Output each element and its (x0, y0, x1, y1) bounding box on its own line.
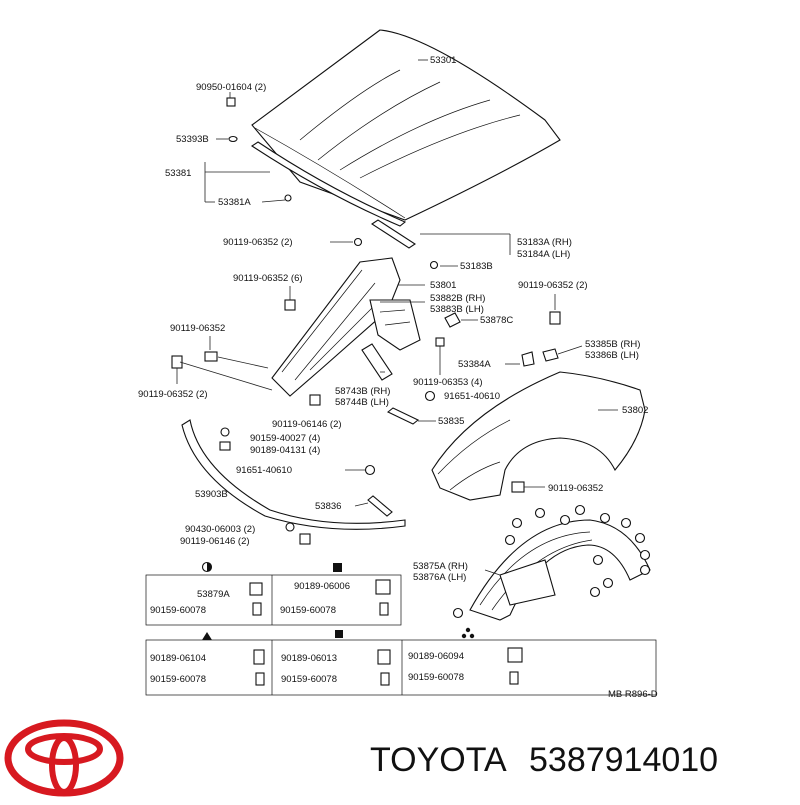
label-bolt-left2: 90119-06352 (2) (138, 389, 208, 400)
bolt-icon (284, 299, 296, 311)
pad-icon (444, 312, 461, 328)
bolt-icon (299, 533, 311, 545)
legend-r2c2-top: 90189-06013 (281, 653, 337, 664)
label-fender: 53802 (622, 405, 648, 416)
label-bolt-146b: 90119-06146 (2) (180, 536, 250, 547)
bolt-icon (429, 260, 439, 270)
label-seal-clip: 53393B (176, 134, 209, 145)
label-seal-a: 53381A (218, 197, 251, 208)
bolt-icon (204, 351, 218, 362)
brand-name: TOYOTA (370, 741, 507, 779)
fastener-legend (145, 561, 657, 696)
seal-clip-icon (228, 135, 238, 143)
label-clip-027: 90159-40027 (4) (250, 433, 320, 444)
hood-seal-strip (251, 141, 407, 227)
nut-icon (364, 464, 376, 476)
label-bracket-b: 53183B (460, 261, 493, 272)
legend-r2c3-bottom: 90159-60078 (408, 672, 464, 683)
toyota-logo (4, 719, 124, 797)
liner-clip-icons (452, 504, 651, 619)
clip-icon (285, 522, 295, 532)
part-number: 5387914010 (529, 741, 718, 779)
label-panel-lh: 58744B (LH) (335, 397, 389, 408)
legend-r1c2-bottom: 90159-60078 (280, 605, 336, 616)
fender-liner (469, 519, 651, 621)
label-seal-883-lh: 53883B (LH) (430, 304, 484, 315)
diagram-reference-code: MB R896-D (608, 689, 658, 700)
bolt-icon (353, 237, 363, 247)
bolt-icon (435, 337, 445, 347)
label-rod-835: 53835 (438, 416, 464, 427)
label-clip-384a: 53384A (458, 359, 491, 370)
label-seal-886-lh: 53386B (LH) (585, 350, 639, 361)
bolt-icon (511, 481, 525, 493)
clip-icon (226, 97, 236, 107)
hinge-bracket (370, 219, 417, 249)
label-nut-2: 91651-40610 (236, 465, 292, 476)
label-clip-131: 90189-04131 (4) (250, 445, 320, 456)
clip-icon (521, 351, 535, 367)
seal-icon (542, 348, 559, 362)
front-fender (431, 371, 646, 501)
fender-apron (271, 257, 421, 397)
label-bolt-fender: 90119-06352 (548, 483, 603, 494)
nut-icon (424, 390, 436, 402)
clip-icon (219, 441, 231, 451)
legend-r2c2-bottom: 90159-60078 (281, 674, 337, 685)
legend-r2c1-bottom: 90159-60078 (150, 674, 206, 685)
label-rod-836: 53836 (315, 501, 341, 512)
bolt-icon (284, 194, 292, 202)
label-bolt-146: 90119-06146 (2) (272, 419, 342, 430)
label-bracket-rh: 53183A (RH) (517, 237, 572, 248)
label-liner-lh: 53876A (LH) (413, 572, 466, 583)
legend-r1c2-top: 90189-06006 (294, 581, 350, 592)
label-seal-882-rh: 53882B (RH) (430, 293, 485, 304)
label-bolt-6: 90119-06352 (6) (233, 273, 303, 284)
label-strip: 53903B (195, 489, 228, 500)
fender-strip (181, 419, 406, 530)
label-liner-rh: 53875A (RH) (413, 561, 468, 572)
label-pad-878c: 53878C (480, 315, 513, 326)
label-clip-top: 90950-01604 (2) (196, 82, 266, 93)
legend-r1c1-bottom: 90159-60078 (150, 605, 206, 616)
label-bolt-left: 90119-06352 (170, 323, 225, 334)
label-hood: 53301 (430, 55, 456, 66)
bolt-icon (309, 394, 321, 406)
label-bolt-1: 90119-06352 (2) (223, 237, 293, 248)
legend-r1c1-top: 53879A (197, 589, 230, 600)
clip-icon (220, 427, 230, 437)
legend-r2c3-top: 90189-06094 (408, 651, 464, 662)
hood-panel (251, 29, 561, 221)
label-bracket-lh: 53184A (LH) (517, 249, 570, 260)
label-apron: 53801 (430, 280, 456, 291)
label-seal-885-rh: 53385B (RH) (585, 339, 640, 350)
panel-icon (361, 343, 393, 381)
label-panel-rh: 58743B (RH) (335, 386, 390, 397)
bolt-icon (549, 311, 561, 325)
label-clip-003: 90430-06003 (2) (185, 524, 255, 535)
support-rod (367, 495, 393, 517)
label-bolt-r2: 90119-06352 (2) (518, 280, 588, 291)
label-seal: 53381 (165, 168, 191, 179)
label-nut-1: 91651-40610 (444, 391, 500, 402)
support-rod (386, 407, 420, 425)
legend-r2c1-top: 90189-06104 (150, 653, 206, 664)
label-bolt-4: 90119-06353 (4) (413, 377, 483, 388)
